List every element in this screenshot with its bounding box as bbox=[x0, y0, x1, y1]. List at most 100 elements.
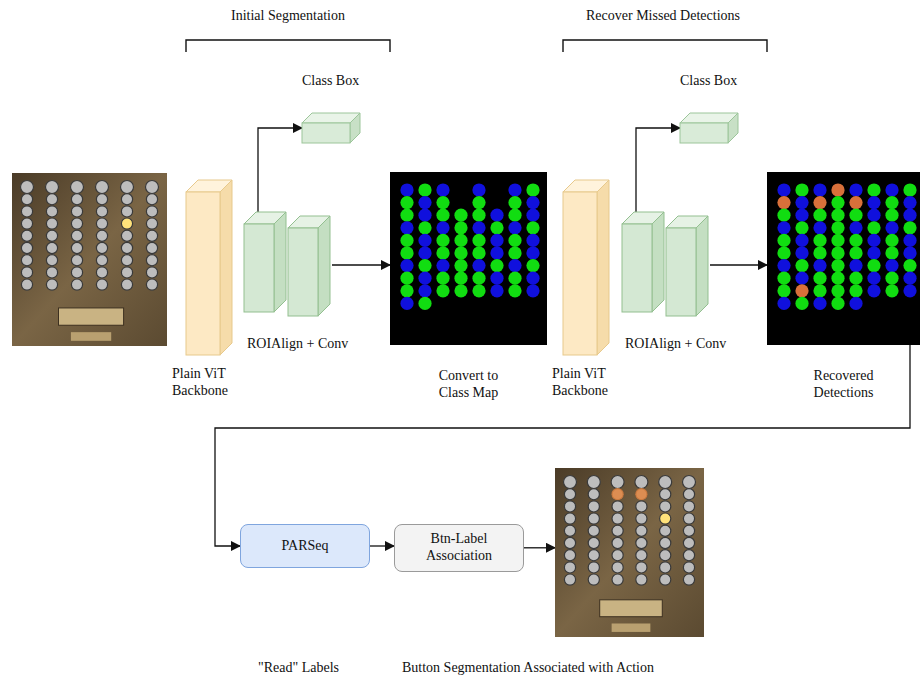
elevator-button bbox=[96, 206, 107, 217]
segmentation-mask bbox=[885, 234, 898, 247]
segmentation-mask bbox=[436, 196, 449, 209]
elevator-button bbox=[683, 501, 694, 512]
elevator-button bbox=[635, 476, 648, 489]
segmentation-mask bbox=[490, 259, 503, 272]
segmentation-mask bbox=[867, 259, 880, 272]
class-box: Class Box bbox=[302, 113, 362, 143]
segmentation-mask bbox=[526, 284, 539, 297]
segmentation-mask bbox=[813, 196, 826, 209]
segmentation-mask bbox=[508, 284, 521, 297]
segmentation-mask bbox=[472, 234, 485, 247]
segmentation-mask bbox=[472, 259, 485, 272]
elevator-button bbox=[146, 279, 157, 290]
elevator-button bbox=[71, 218, 82, 229]
segmentation-mask bbox=[508, 221, 521, 234]
segmentation-mask bbox=[777, 297, 790, 310]
elevator-button bbox=[96, 267, 107, 278]
segmentation-mask bbox=[472, 183, 485, 196]
stage-bracket bbox=[186, 40, 390, 52]
segmentation-mask bbox=[526, 234, 539, 247]
elevator-button bbox=[121, 194, 132, 205]
elevator-button bbox=[612, 537, 623, 548]
segmentation-mask bbox=[777, 246, 790, 259]
segmentation-mask bbox=[418, 209, 431, 222]
flow-arrow bbox=[636, 128, 680, 212]
class-map-ground bbox=[767, 172, 920, 345]
elevator-button bbox=[564, 513, 575, 524]
segmentation-mask bbox=[831, 209, 844, 222]
elevator-button bbox=[121, 242, 132, 253]
elevator-button bbox=[683, 574, 694, 585]
segmentation-mask bbox=[849, 183, 862, 196]
segmentation-mask bbox=[526, 221, 539, 234]
elevator-button bbox=[612, 574, 623, 585]
segmentation-mask bbox=[885, 196, 898, 209]
segmentation-mask bbox=[867, 246, 880, 259]
elevator-button bbox=[588, 525, 599, 536]
segmentation-mask bbox=[903, 196, 916, 209]
class-map: Convert to Class Map bbox=[390, 172, 547, 345]
class-box-shape-front bbox=[680, 123, 728, 143]
segmentation-mask bbox=[490, 234, 503, 247]
elevator-button bbox=[121, 206, 132, 217]
elevator-button bbox=[96, 230, 107, 241]
component-label: Plain ViT Backbone bbox=[552, 366, 632, 400]
segmentation-mask bbox=[454, 246, 467, 259]
segmentation-mask bbox=[400, 183, 413, 196]
elevator-button bbox=[146, 255, 157, 266]
segmentation-mask bbox=[903, 272, 916, 285]
segmentation-mask bbox=[508, 272, 521, 285]
stage-heading: Initial Segmentation bbox=[231, 8, 345, 25]
photo-background bbox=[12, 173, 167, 346]
component-label: ROIAlign + Conv bbox=[247, 336, 348, 353]
elevator-button bbox=[683, 537, 694, 548]
elevator-button bbox=[588, 537, 599, 548]
elevator-button bbox=[121, 218, 132, 229]
flow-arrow bbox=[524, 547, 555, 548]
segmentation-mask bbox=[526, 246, 539, 259]
elevator-button bbox=[636, 525, 647, 536]
segmentation-mask bbox=[885, 221, 898, 234]
node-shape bbox=[563, 180, 609, 355]
elevator-button bbox=[96, 181, 109, 194]
segmentation-mask bbox=[849, 209, 862, 222]
elevator-button bbox=[564, 501, 575, 512]
segmentation-mask bbox=[795, 246, 808, 259]
elevator-button bbox=[146, 267, 157, 278]
backbone-block: Plain ViT Backbone bbox=[186, 180, 232, 355]
backbone-slab-front bbox=[186, 192, 220, 355]
elevator-button bbox=[564, 562, 575, 573]
elevator-button bbox=[660, 550, 671, 561]
node-shape bbox=[767, 172, 920, 345]
segmentation-mask bbox=[813, 183, 826, 196]
elevator-button bbox=[46, 218, 57, 229]
output-photo-image bbox=[555, 468, 704, 637]
elevator-button bbox=[660, 537, 671, 548]
segmentation-mask bbox=[831, 259, 844, 272]
elevator-button bbox=[146, 194, 157, 205]
segmentation-mask bbox=[903, 246, 916, 259]
segmentation-mask bbox=[903, 234, 916, 247]
elevator-button bbox=[71, 279, 82, 290]
segmentation-mask bbox=[903, 183, 916, 196]
elevator-button bbox=[636, 574, 647, 585]
segmentation-mask bbox=[436, 259, 449, 272]
process-box: PARSeq bbox=[240, 524, 370, 568]
segmentation-mask bbox=[418, 196, 431, 209]
segmentation-mask bbox=[813, 297, 826, 310]
elevator-button bbox=[564, 537, 575, 548]
elevator-button bbox=[612, 489, 623, 500]
elevator-button bbox=[636, 501, 647, 512]
elevator-button bbox=[660, 574, 671, 585]
step-caption: "Read" Labels bbox=[258, 660, 339, 677]
elevator-button bbox=[612, 562, 623, 573]
conv-block-front bbox=[622, 224, 652, 312]
segmentation-mask bbox=[849, 284, 862, 297]
process-box: Btn-Label Association bbox=[394, 524, 524, 572]
elevator-button bbox=[612, 550, 623, 561]
segmentation-mask bbox=[885, 284, 898, 297]
segmentation-mask bbox=[490, 272, 503, 285]
elevator-button bbox=[21, 194, 32, 205]
elevator-button bbox=[96, 255, 107, 266]
segmentation-mask bbox=[777, 234, 790, 247]
